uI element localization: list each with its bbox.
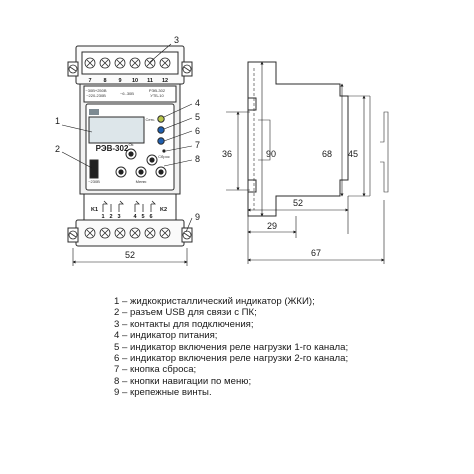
legend-item: 2 – разъем USB для связи с ПК; <box>114 307 257 319</box>
legend-item: 3 – контакты для подключения; <box>114 318 254 330</box>
svg-text:~6..30В: ~6..30В <box>120 91 134 96</box>
svg-text:2: 2 <box>55 144 60 154</box>
svg-text:7: 7 <box>88 78 91 84</box>
model-label: РЭВ-302 <box>96 144 129 153</box>
relay-contact-symbols <box>102 200 156 212</box>
front-width-dimension <box>72 248 188 266</box>
relay1-led-icon <box>157 126 165 134</box>
svg-text:9: 9 <box>118 78 121 84</box>
top-terminal-screws <box>84 57 171 69</box>
legend-item: 1 – жидкокристаллический индикатор (ЖКИ)… <box>114 296 315 307</box>
svg-text:РЭВ-302: РЭВ-302 <box>149 88 166 93</box>
power-label: Сеть <box>146 117 155 122</box>
callout-numbers: 3 1 2 4 5 6 7 8 9 <box>55 35 200 222</box>
front-view <box>67 45 193 247</box>
relay2-led-icon <box>157 137 165 145</box>
power-led-icon <box>157 115 165 123</box>
svg-text:8: 8 <box>195 154 200 164</box>
relay-k2-label: K2 <box>160 207 167 213</box>
svg-text:1: 1 <box>55 116 60 126</box>
legend-item: 7 – кнопка сброса; <box>114 364 197 376</box>
usb-port[interactable] <box>89 159 99 179</box>
dim-side-depth-total: 67 <box>311 248 321 258</box>
svg-text:1: 1 <box>101 214 104 220</box>
reset-button[interactable] <box>162 149 166 153</box>
device-drawing: 7 8 9 10 11 12 ~30В+250В ~220-230В ~6..3… <box>55 35 389 266</box>
dim-side-height-total: 90 <box>266 149 276 159</box>
svg-text:9: 9 <box>195 212 200 222</box>
lcd-display <box>88 116 145 144</box>
bottom-terminal-screws <box>84 227 171 239</box>
dim-side-depth-top: 52 <box>293 198 303 208</box>
legend-item: 5 – индикатор включения реле нагрузки 1-… <box>114 341 349 353</box>
svg-text:4: 4 <box>133 214 137 220</box>
svg-text:12: 12 <box>162 78 168 84</box>
legend-item: 4 – индикатор питания; <box>114 330 218 342</box>
dim-side-height-mid: 68 <box>322 149 332 159</box>
ok-label: Ok <box>128 142 133 147</box>
legend-item: 6 – индикатор включения реле нагрузки 2-… <box>114 353 349 365</box>
side-view <box>247 61 389 217</box>
svg-text:11: 11 <box>147 78 153 84</box>
svg-text:5: 5 <box>141 214 144 220</box>
svg-text:6: 6 <box>195 126 200 136</box>
menu-label: Меню <box>136 179 147 184</box>
svg-text:УТБ-10: УТБ-10 <box>150 93 164 98</box>
dim-side-rail-offset: 29 <box>267 221 277 231</box>
legend-item: 8 – кнопки навигации по меню; <box>114 375 252 387</box>
svg-text:3: 3 <box>174 35 179 45</box>
svg-text:4: 4 <box>195 98 200 108</box>
callout-leaders <box>61 43 193 233</box>
svg-text:10: 10 <box>132 78 138 84</box>
svg-text:7: 7 <box>195 140 200 150</box>
mounting-screws <box>68 64 192 240</box>
bottom-terminal-numbers: 1 2 3 4 5 6 <box>101 214 152 220</box>
svg-text:~220-230В: ~220-230В <box>86 93 106 98</box>
svg-text:8: 8 <box>103 78 106 84</box>
dim-side-height-inner: 45 <box>348 149 358 159</box>
legend-list: 1 – жидкокристаллический индикатор (ЖКИ)… <box>114 296 464 399</box>
reset-label: Сброс <box>158 154 170 159</box>
svg-text:6: 6 <box>149 214 152 220</box>
side-dimension-lines <box>226 61 385 264</box>
dim-front-width: 52 <box>125 250 135 260</box>
svg-text:2: 2 <box>109 214 112 220</box>
svg-text:3: 3 <box>117 214 120 220</box>
relay-k1-label: K1 <box>91 207 98 213</box>
svg-text:5: 5 <box>195 112 200 122</box>
dim-side-left-height: 36 <box>222 149 232 159</box>
svg-text:~30В+250В: ~30В+250В <box>85 88 106 93</box>
top-small-labels: ~30В+250В ~220-230В ~6..30В РЭВ-302 УТБ-… <box>85 88 165 98</box>
legend-item: 9 – крепежные винты. <box>114 387 212 399</box>
top-terminal-numbers: 7 8 9 10 11 12 <box>88 78 168 84</box>
supply-label: ~230В <box>88 179 100 184</box>
